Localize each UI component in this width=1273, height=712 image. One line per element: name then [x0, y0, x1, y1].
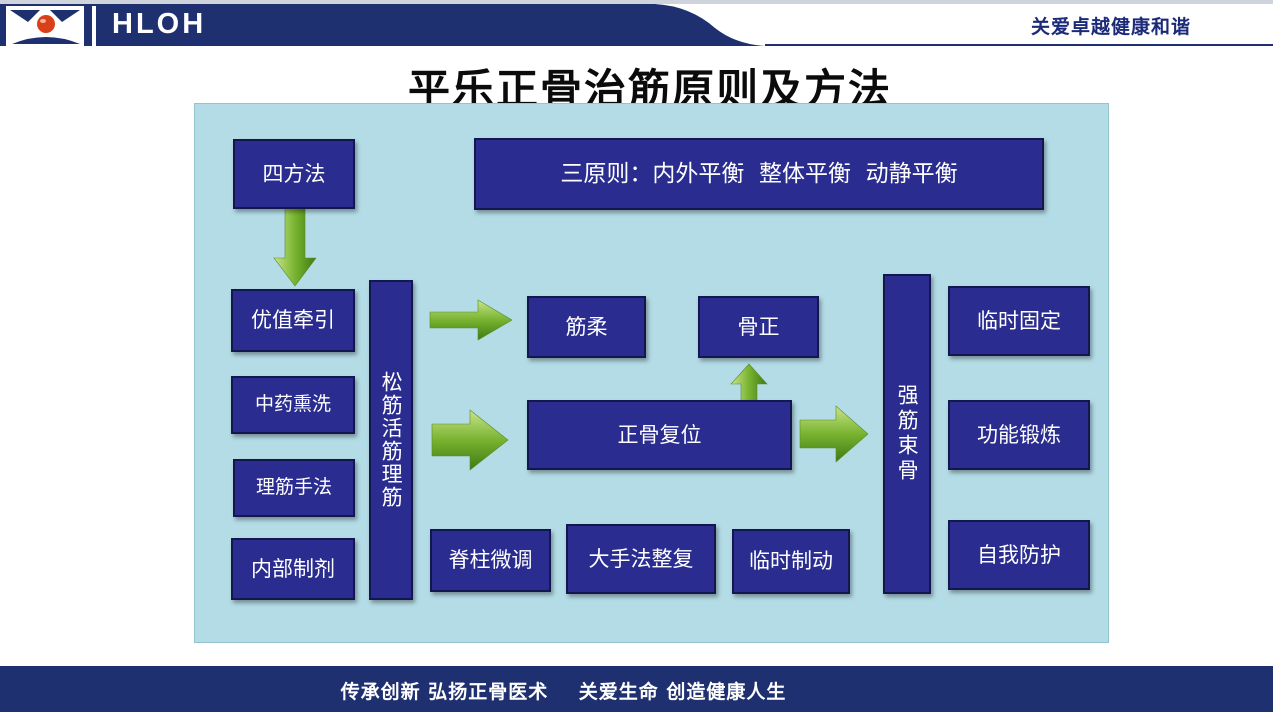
bone-aligned-box: 骨正 [698, 296, 819, 358]
technique-box-immobilization: 临时制动 [732, 529, 850, 594]
method-box-herbal-wash: 中药熏洗 [231, 376, 355, 434]
hloh-logo-icon [6, 6, 96, 46]
header-slogan: 关爱卓越健康和谐 [1030, 16, 1191, 38]
header-graphic [0, 0, 1273, 46]
outcome-box-fixation: 临时固定 [948, 286, 1090, 356]
brand-name: HLOH [112, 8, 207, 40]
reduction-box: 正骨复位 [527, 400, 792, 470]
relax-tendon-column: 松筋活筋理筋 [369, 280, 413, 600]
technique-box-major-reduction: 大手法整复 [566, 524, 716, 594]
methods-header-box: 四方法 [233, 139, 355, 209]
method-box-internal-medicine: 内部制剂 [231, 538, 355, 600]
footer-bar [0, 666, 1273, 712]
outcome-box-exercise: 功能锻炼 [948, 400, 1090, 470]
principles-box: 三原则：内外平衡 整体平衡 动静平衡 [474, 138, 1044, 210]
soft-tendon-box: 筋柔 [527, 296, 646, 358]
strengthen-column: 强筋束骨 [883, 274, 931, 594]
method-box-manipulation: 理筋手法 [233, 459, 355, 517]
technique-box-spine: 脊柱微调 [430, 529, 551, 592]
method-box-traction: 优值牵引 [231, 289, 355, 352]
header-bar: HLOH 关爱卓越健康和谐 [0, 0, 1273, 50]
outcome-box-self-protection: 自我防护 [948, 520, 1090, 590]
footer-slogan: 传承创新 弘扬正骨医术 关爱生命 创造健康人生 [340, 681, 787, 703]
